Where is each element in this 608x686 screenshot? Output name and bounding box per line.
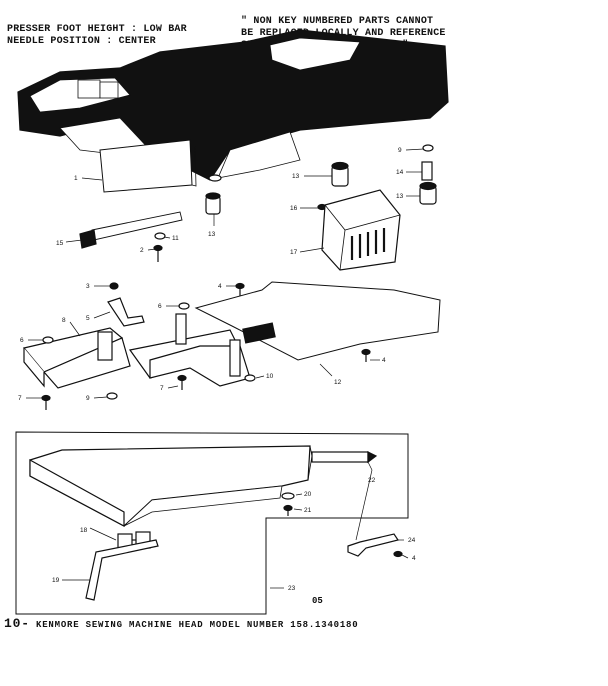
presser-foot-note: PRESSER FOOT HEIGHT : LOW BAR NEEDLE POS… [7,24,187,48]
callout-6-left: 6 [20,337,24,344]
callout-17: 17 [290,249,298,256]
callout-8: 8 [62,317,66,324]
washer [281,492,295,500]
callout-4-bottom: 4 [412,555,416,562]
callout-15: 15 [56,240,64,247]
callout-4-right: 4 [382,357,386,364]
callout-10: 10 [266,373,274,380]
rubber-foot [331,161,349,187]
callout-14: 14 [396,169,404,176]
small-bracket [107,297,145,327]
washer [422,144,434,152]
callout-13-right: 13 [396,193,404,200]
washer [244,374,256,382]
callout-13-left: 13 [208,231,216,238]
shaft-rod [79,211,183,249]
callout-13-mid: 13 [292,173,300,180]
leader-lines [26,148,425,589]
callout-18: 18 [80,527,88,534]
screw [109,282,119,290]
screw [283,504,293,516]
diagram-page-number: 05 [312,596,323,606]
callout-11: 11 [172,235,179,242]
callout-22: 22 [368,477,376,484]
callout-3: 3 [86,283,90,290]
callout-4-top: 4 [218,283,222,290]
presser-foot-height-line: PRESSER FOOT HEIGHT : LOW BAR [7,24,187,35]
washer [42,336,54,344]
callout-7-left: 7 [18,395,22,402]
small-lever-bracket [347,533,399,557]
long-pin [311,451,378,464]
page-number: 10- [4,616,30,631]
callout-19: 19 [52,577,60,584]
callout-5: 5 [86,315,90,322]
rubber-foot [205,192,221,215]
callout-2: 2 [140,247,144,254]
screw [393,550,403,558]
callout-6-mid: 6 [158,303,162,310]
callout-24: 24 [408,537,416,544]
spacer [421,161,433,181]
housing-bracket [321,189,401,271]
callout-7-mid: 7 [160,385,164,392]
screw [41,394,51,410]
rubber-foot [419,181,437,205]
bottom-plate [194,281,441,361]
screw [177,374,187,390]
hex-wrench [85,539,159,601]
screw [235,282,245,296]
machine-head-bed [17,29,449,182]
arm-cover [29,445,313,527]
model-footer: 10- KENMORE SEWING MACHINE HEAD MODEL NU… [4,616,358,631]
callout-21: 21 [304,507,312,514]
callout-20: 20 [304,491,312,498]
screw [361,348,371,362]
needle-position-line: NEEDLE POSITION : CENTER [7,36,156,47]
washer [178,302,190,310]
model-number-text: KENMORE SEWING MACHINE HEAD MODEL NUMBER… [36,620,359,630]
callout-9-top: 9 [398,147,402,154]
callout-16: 16 [290,205,298,212]
callout-1: 1 [74,175,78,182]
callout-12: 12 [334,379,342,386]
screw [153,244,163,262]
washer [106,392,118,400]
washer [154,232,166,240]
callout-23: 23 [288,585,296,592]
base-bracket [22,313,251,389]
note-line-2: BE REPLACED LOCALLY AND REFERENCE [241,28,446,39]
accessory-box-outline [15,431,409,615]
callout-9-bottom: 9 [86,395,90,402]
note-line-1: " NON KEY NUMBERED PARTS CANNOT [241,16,434,27]
